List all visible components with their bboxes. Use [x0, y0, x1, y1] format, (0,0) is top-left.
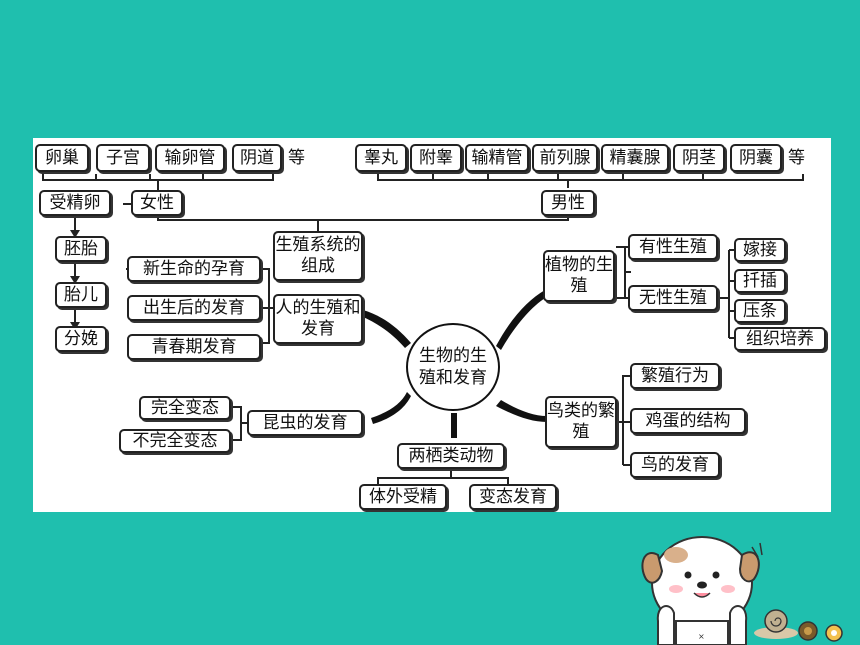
female-organ-oviduct: 输卵管: [155, 144, 225, 172]
sequence-zygote: 受精卵: [39, 190, 111, 216]
asexual-method-tissue-culture: 组织培养: [734, 327, 826, 351]
human-reproduction-node: 人的生殖和发育: [273, 294, 363, 344]
male-organ-vas-deferens: 输精管: [465, 144, 529, 172]
sequence-birth: 分娩: [55, 326, 107, 352]
connector-lines: [42, 174, 804, 484]
female-organ-ovary: 卵巢: [35, 144, 89, 172]
asexual-method-layering: 压条: [734, 299, 786, 323]
sequence-fetus: 胎儿: [55, 282, 107, 308]
female-organ-vagina: 阴道: [232, 144, 282, 172]
snail-icon: [754, 609, 798, 639]
mind-map-panel: 卵巢 子宫 输卵管 阴道 等 睾丸 附睾 输精管 前列腺 精囊腺 阴茎 阴囊 等…: [33, 138, 831, 512]
insect-child-complete: 完全变态: [139, 396, 231, 420]
plant-sexual-node: 有性生殖: [628, 234, 718, 260]
plant-reproduction-node: 植物的生殖: [543, 250, 615, 302]
puppy-mascot-illustration: ×: [641, 536, 843, 645]
plant-asexual-node: 无性生殖: [628, 285, 718, 311]
female-organs-suffix: 等: [288, 148, 305, 168]
female-organ-uterus: 子宫: [96, 144, 150, 172]
male-organs-suffix: 等: [788, 148, 805, 168]
bird-child-behavior: 繁殖行为: [630, 363, 720, 389]
sequence-embryo: 胚胎: [55, 236, 107, 262]
bird-reproduction-node: 鸟类的繁殖: [545, 396, 617, 448]
male-node: 男性: [541, 190, 595, 216]
human-child-postnatal: 出生后的发育: [127, 295, 261, 321]
amphibian-node: 两栖类动物: [397, 443, 505, 469]
male-organ-testis: 睾丸: [355, 144, 407, 172]
male-organ-seminal-vesicle: 精囊腺: [601, 144, 669, 172]
asexual-method-grafting: 嫁接: [734, 238, 786, 262]
center-topic: 生物的生殖和发育: [406, 323, 500, 411]
bird-child-egg-structure: 鸡蛋的结构: [630, 408, 746, 434]
insect-child-incomplete: 不完全变态: [119, 429, 231, 453]
bird-child-development: 鸟的发育: [630, 452, 720, 478]
male-organ-penis: 阴茎: [673, 144, 725, 172]
amphibian-child-metamorphosis: 变态发育: [469, 484, 557, 510]
human-child-puberty: 青春期发育: [127, 334, 261, 360]
insect-development-node: 昆虫的发育: [247, 410, 363, 436]
female-node: 女性: [131, 190, 183, 216]
male-organ-epididymis: 附睾: [410, 144, 462, 172]
center-topic-label: 生物的生殖和发育: [419, 346, 487, 388]
svg-text:×: ×: [698, 632, 705, 641]
asexual-method-cutting: 扦插: [734, 269, 786, 293]
human-child-pregnancy: 新生命的孕育: [127, 256, 261, 282]
reproductive-system-node: 生殖系统的组成: [273, 231, 363, 281]
male-organ-scrotum: 阴囊: [730, 144, 782, 172]
amphibian-child-external-fertilization: 体外受精: [359, 484, 447, 510]
male-organ-prostate: 前列腺: [532, 144, 598, 172]
